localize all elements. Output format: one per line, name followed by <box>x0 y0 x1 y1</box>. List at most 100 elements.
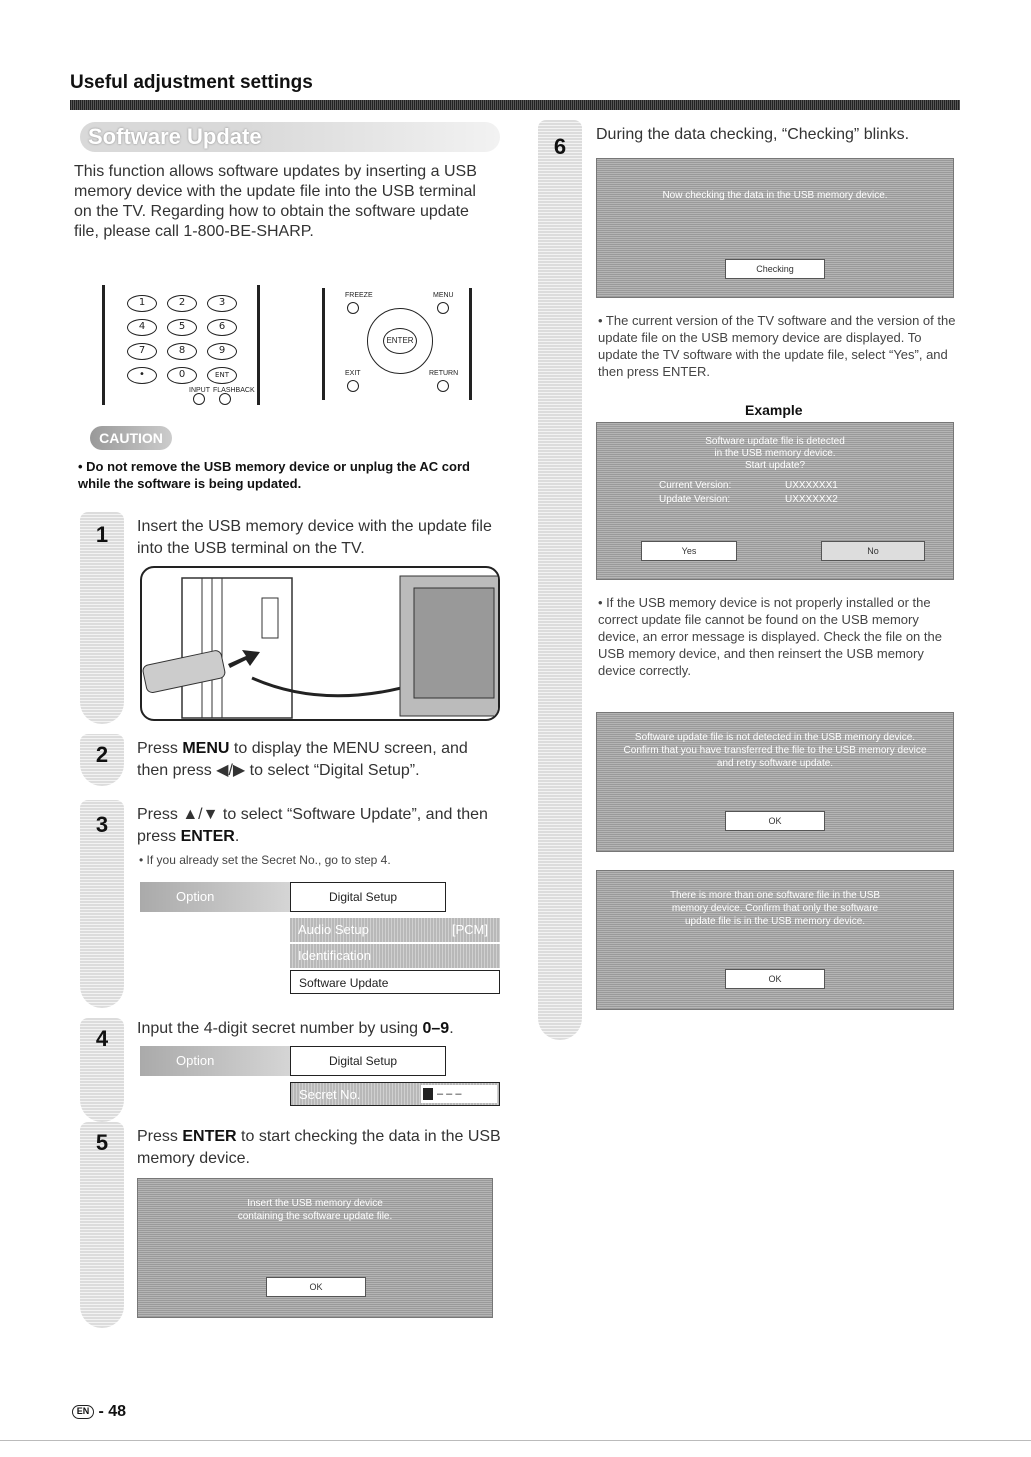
label-exit: EXIT <box>345 370 361 377</box>
step-3-text-a: Press ▲/▼ to select “Software Update”, a… <box>137 806 488 845</box>
step-2-key: MENU <box>182 740 230 757</box>
screen-not-detected: Software update file is not detected in … <box>596 712 954 852</box>
step-3-key: ENTER <box>180 828 235 845</box>
step-3-number: 3 <box>95 812 109 837</box>
key-2: 2 <box>167 295 197 312</box>
key-9: 9 <box>207 343 237 360</box>
detected-msg-2: in the USB memory device. <box>714 448 836 459</box>
step-1-text: Insert the USB memory device with the up… <box>137 518 492 557</box>
key-3: 3 <box>207 295 237 312</box>
step-6-text: During the data checking, “Checking” bli… <box>596 126 910 143</box>
footer-rule <box>0 1440 1031 1441</box>
screen-checking-message: Now checking the data in the USB memory … <box>662 190 888 201</box>
detected-current-value: UXXXXXX1 <box>785 480 838 491</box>
menu2-secret-no[interactable]: Secret No. – – – <box>290 1082 500 1106</box>
key-0: 0 <box>167 367 197 384</box>
key-ent: ENT <box>207 367 237 384</box>
detected-update-label: Update Version: <box>659 494 731 505</box>
step-5-text-a: Press <box>137 1128 183 1145</box>
screen-checking: Now checking the data in the USB memory … <box>596 158 954 298</box>
caution-text: • Do not remove the USB memory device or… <box>78 459 470 491</box>
step-3-text-b: . <box>234 828 240 845</box>
usb-insert-illustration <box>140 566 500 721</box>
step-6-number: 6 <box>553 134 567 159</box>
key-6: 6 <box>207 319 237 336</box>
detected-current-label: Current Version: <box>659 480 732 491</box>
multiple-files-message: There is more than one software file in … <box>669 890 881 927</box>
label-flashback: FLASHBACK <box>213 387 255 394</box>
screen-insert-usb: Insert the USB memory device containing … <box>137 1178 493 1318</box>
label-freeze: FREEZE <box>345 292 373 299</box>
return-key <box>437 380 449 392</box>
step-5-text: Press ENTER to start checking the data i… <box>137 1126 502 1170</box>
detected-no-button[interactable]: No <box>821 541 925 561</box>
label-menu: MENU <box>433 292 454 299</box>
page-number-value: - 48 <box>98 1403 127 1420</box>
menu1-digital-setup-box[interactable]: Digital Setup <box>290 882 446 912</box>
menu2-digital-setup-box[interactable]: Digital Setup <box>290 1046 446 1076</box>
step-2-bar <box>80 734 124 786</box>
intro-paragraph: This function allows software updates by… <box>74 163 477 240</box>
detected-msg-3: Start update? <box>744 460 806 471</box>
menu1-identification[interactable]: Identification <box>290 944 500 968</box>
header-rule <box>70 100 960 110</box>
menu1-audio-setup-label: Audio Setup <box>298 922 369 937</box>
menu2-secret-no-label: Secret No. <box>299 1087 361 1102</box>
input-key <box>193 393 205 405</box>
bullet-error-info: • If the USB memory device is not proper… <box>598 595 942 678</box>
step-4-number: 4 <box>95 1026 109 1051</box>
not-detected-ok-button[interactable]: OK <box>725 811 825 831</box>
screen-checking-status: Checking <box>725 259 825 279</box>
step-5-key: ENTER <box>182 1128 237 1145</box>
exit-key <box>347 380 359 392</box>
step-5-number: 5 <box>95 1130 109 1155</box>
menu-key <box>437 302 449 314</box>
freeze-key <box>347 302 359 314</box>
screen-insert-message: Insert the USB memory device containing … <box>237 1198 393 1222</box>
key-8: 8 <box>167 343 197 360</box>
menu1-audio-setup[interactable]: Audio Setup [PCM] <box>290 918 500 942</box>
label-input: INPUT <box>189 387 210 394</box>
dpad-icon <box>367 308 433 374</box>
step-1-number: 1 <box>95 522 109 547</box>
detected-msg-1: Software update file is detected <box>705 436 845 447</box>
key-1: 1 <box>127 295 157 312</box>
section-title: Software Update <box>88 124 262 149</box>
remote-navigation-keys: FREEZE MENU ENTER EXIT RETURN <box>322 288 472 400</box>
menu2-option-tab[interactable]: Option <box>140 1046 290 1076</box>
menu2-secret-no-field[interactable]: – – – <box>421 1085 497 1103</box>
step-5-text-b: to start checking the data in the USB me… <box>137 1128 501 1167</box>
remote-number-keys: 1 2 3 4 5 6 7 8 9 • 0 ENT INPUT FLASHBAC… <box>102 285 260 405</box>
step-1-bar <box>80 512 124 724</box>
detected-update-value: UXXXXXX2 <box>785 494 838 505</box>
screen-insert-ok-button[interactable]: OK <box>266 1277 366 1297</box>
menu1-audio-setup-value: [PCM] <box>451 922 488 937</box>
step-2-text: Press MENU to display the MENU screen, a… <box>137 738 502 782</box>
detected-yes-button[interactable]: Yes <box>641 541 737 561</box>
step-3-text: Press ▲/▼ to select “Software Update”, a… <box>137 804 502 848</box>
usb-insert-drawing <box>142 575 498 719</box>
key-dot: • <box>127 367 157 384</box>
screen-multiple-files: There is more than one software file in … <box>596 870 954 1010</box>
bullet-version-info: • The current version of the TV software… <box>598 313 956 379</box>
menu1-option-tab[interactable]: Option <box>140 882 290 912</box>
page-header-title: Useful adjustment settings <box>70 72 313 93</box>
multiple-files-ok-button[interactable]: OK <box>725 969 825 989</box>
step-4-text-b: . <box>449 1020 454 1037</box>
page-number: EN - 48 <box>72 1403 126 1421</box>
step-6-bar <box>538 120 582 1040</box>
step-4-key: 0–9 <box>422 1020 450 1037</box>
screen-update-detected: Software update file is detected in the … <box>596 422 954 580</box>
menu1-software-update[interactable]: Software Update <box>290 970 500 994</box>
step-4-text-a: Input the 4-digit secret number by using <box>137 1020 423 1037</box>
enter-key: ENTER <box>383 328 417 354</box>
flashback-key <box>219 393 231 405</box>
step-5-bar <box>80 1122 124 1328</box>
step-3-note: • If you already set the Secret No., go … <box>139 853 391 867</box>
section-title-banner <box>80 122 500 152</box>
secret-cursor-icon <box>423 1088 433 1100</box>
language-badge: EN <box>72 1404 94 1419</box>
step-4-text: Input the 4-digit secret number by using… <box>137 1018 502 1040</box>
step-2-number: 2 <box>95 742 109 767</box>
example-label: Example <box>745 402 803 418</box>
